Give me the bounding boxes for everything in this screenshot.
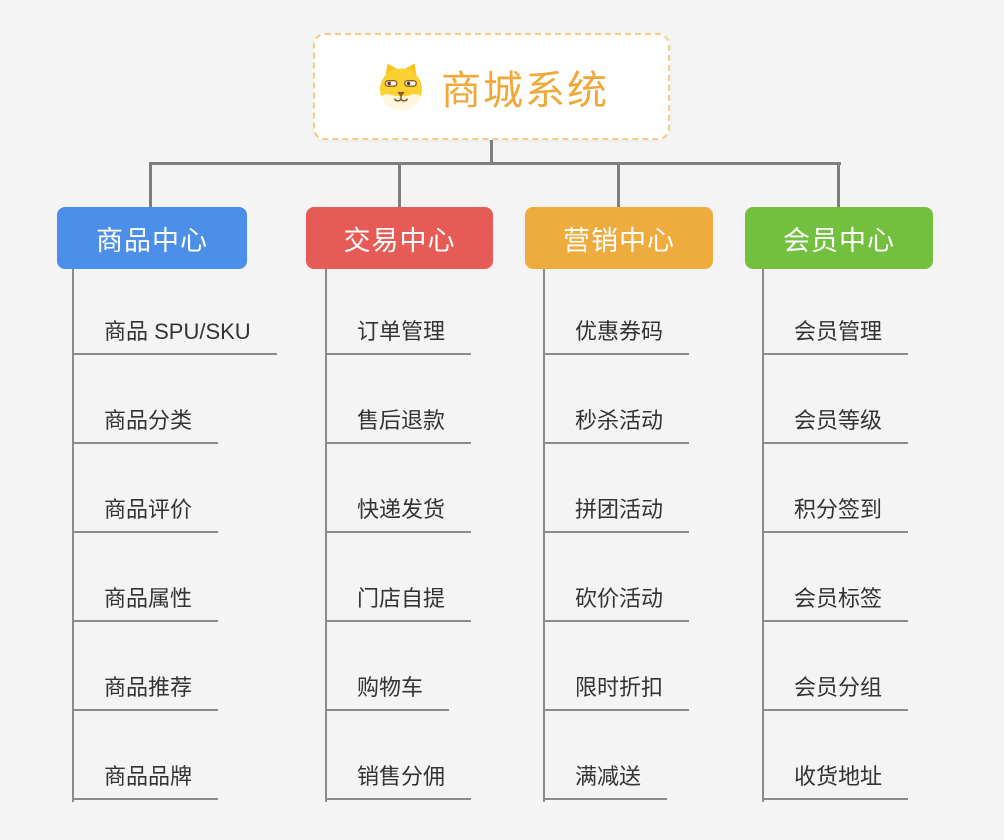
subtopic-item[interactable]: 购物车: [325, 676, 450, 711]
subtopic-item[interactable]: 秒杀活动: [543, 409, 690, 444]
subtopic-item[interactable]: 商品品牌: [72, 765, 219, 800]
subtopic-item[interactable]: 会员等级: [762, 409, 909, 444]
subtopic-item[interactable]: 商品分类: [72, 409, 219, 444]
subtopic-item[interactable]: 满减送: [543, 765, 668, 800]
subtopic-item[interactable]: 会员分组: [762, 676, 909, 711]
subtopic-item[interactable]: 拼团活动: [543, 498, 690, 533]
connector-drop-trade: [398, 162, 401, 208]
subtopic-item[interactable]: 优惠券码: [543, 320, 690, 355]
branch-trade-items: 订单管理 售后退款 快递发货 门店自提 购物车 销售分佣: [325, 269, 575, 809]
branch-member-items: 会员管理 会员等级 积分签到 会员标签 会员分组 收货地址: [762, 269, 1004, 809]
subtopic-item[interactable]: 积分签到: [762, 498, 909, 533]
connector-drop-member: [837, 162, 840, 208]
connector-horizontal-bar: [149, 162, 841, 165]
branch-product-items: 商品 SPU/SKU 商品分类 商品评价 商品属性 商品推荐 商品品牌: [72, 269, 322, 809]
connector-drop-marketing: [617, 162, 620, 208]
branch-trade-center[interactable]: 交易中心: [306, 207, 493, 269]
subtopic-item[interactable]: 收货地址: [762, 765, 909, 800]
branch-member-center[interactable]: 会员中心: [745, 207, 933, 269]
subtopic-item[interactable]: 商品 SPU/SKU: [72, 320, 277, 355]
shiba-dog-icon: [374, 60, 428, 114]
subtopic-item[interactable]: 砍价活动: [543, 587, 690, 622]
branch-marketing-items: 优惠券码 秒杀活动 拼团活动 砍价活动 限时折扣 满减送: [543, 269, 793, 809]
branch-product-center[interactable]: 商品中心: [57, 207, 247, 269]
subtopic-item[interactable]: 商品评价: [72, 498, 219, 533]
connector-root-stem: [490, 139, 493, 165]
root-node[interactable]: 商城系统: [313, 33, 670, 140]
branch-marketing-center[interactable]: 营销中心: [525, 207, 713, 269]
subtopic-item[interactable]: 限时折扣: [543, 676, 690, 711]
subtopic-item[interactable]: 销售分佣: [325, 765, 472, 800]
connector-drop-product: [149, 162, 152, 208]
subtopic-item[interactable]: 订单管理: [325, 320, 472, 355]
subtopic-item[interactable]: 会员管理: [762, 320, 909, 355]
root-title: 商城系统: [441, 68, 609, 113]
subtopic-item[interactable]: 商品推荐: [72, 676, 219, 711]
subtopic-item[interactable]: 商品属性: [72, 587, 219, 622]
subtopic-item[interactable]: 门店自提: [325, 587, 472, 622]
subtopic-item[interactable]: 快递发货: [325, 498, 472, 533]
subtopic-item[interactable]: 会员标签: [762, 587, 909, 622]
subtopic-item[interactable]: 售后退款: [325, 409, 472, 444]
